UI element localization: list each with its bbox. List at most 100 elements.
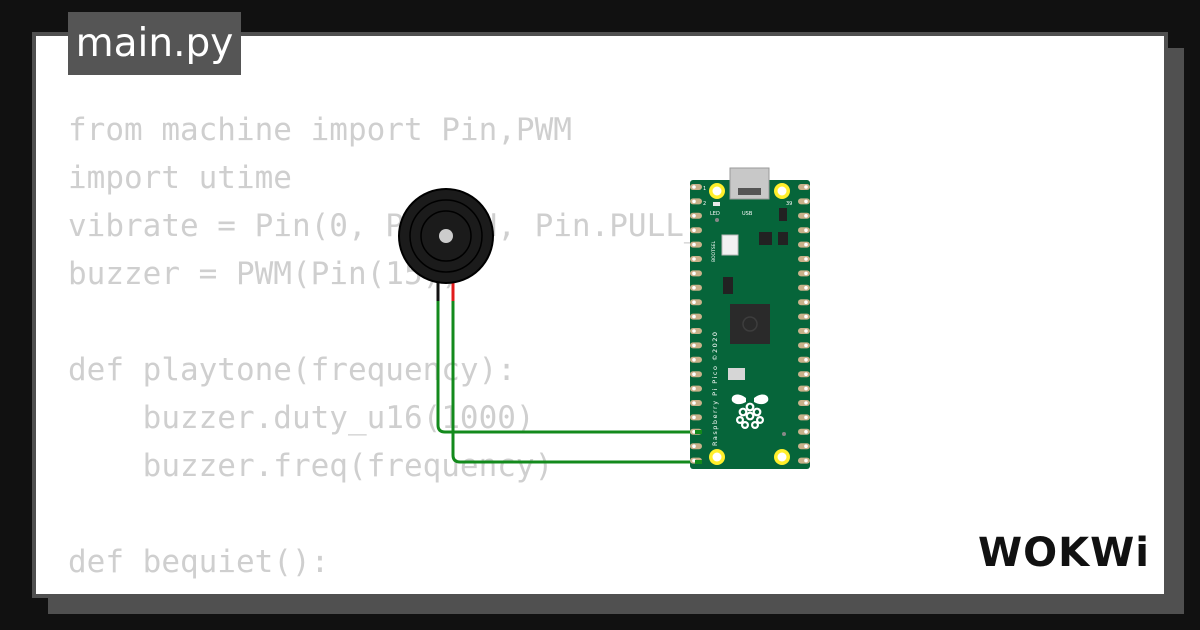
pin-pad[interactable] [798, 342, 810, 349]
pin-hole [692, 242, 696, 247]
pin-pad[interactable] [690, 328, 702, 334]
pin-pad[interactable] [690, 270, 702, 277]
pin-hole [804, 242, 808, 247]
pin-pad[interactable] [798, 443, 810, 450]
wire-end-red [695, 460, 702, 464]
component-chip-3 [779, 208, 787, 221]
pin-hole [804, 300, 808, 305]
pin-pad[interactable] [690, 184, 702, 190]
wire-red[interactable] [451, 299, 698, 464]
code-line-7: buzzer.duty_u16(1000) [68, 400, 535, 436]
pin-pad[interactable] [690, 414, 702, 421]
pin-hole [804, 257, 808, 261]
test-point-1 [715, 218, 719, 222]
pin-pad[interactable] [798, 400, 810, 406]
wokwi-logo: WOKWi [978, 530, 1150, 576]
circuit-diagram: 1 2 39 USB LED BOOTSEL Raspberry Pi Pico… [398, 167, 810, 469]
pin-pad[interactable] [690, 227, 702, 234]
rp2040-logo-icon [742, 316, 758, 332]
flash-chip [728, 368, 745, 380]
pin-pad[interactable] [798, 241, 810, 248]
pin-label-1: 1 [703, 186, 706, 192]
pin-pad[interactable] [690, 212, 702, 219]
pin-hole [692, 458, 696, 463]
pin-pad[interactable] [690, 299, 702, 306]
pin-hole [692, 300, 696, 305]
buzzer-ring-outer [409, 199, 483, 273]
pin-pad[interactable] [690, 241, 702, 248]
pin-hole [692, 314, 696, 319]
pin-hole [804, 386, 808, 391]
wire-black[interactable] [436, 299, 698, 434]
pin-pad[interactable] [690, 443, 702, 450]
pin-pad[interactable] [798, 328, 810, 334]
wokwi-logo-text: WOKWi [978, 530, 1150, 576]
pin-hole [692, 386, 696, 391]
code-line-11: buzzer.duty_u16(0) [68, 586, 796, 594]
pin-pad[interactable] [690, 356, 702, 363]
pin-pad[interactable] [690, 342, 702, 349]
pin-pad[interactable] [690, 400, 702, 406]
wire-end-black [695, 430, 702, 434]
raspberry-pi-pico-board[interactable]: 1 2 39 USB LED BOOTSEL Raspberry Pi Pico… [690, 167, 810, 469]
buzzer[interactable] [398, 188, 494, 301]
mount-hole-top-right-center [777, 186, 787, 196]
pin-hole [804, 329, 808, 333]
buzzer-center [439, 229, 453, 243]
board-pin-pads [690, 184, 810, 464]
pin-pad[interactable] [798, 270, 810, 277]
onboard-led [713, 202, 720, 206]
led-label: LED [710, 211, 720, 217]
pin-pad[interactable] [690, 371, 702, 378]
pin-label-39: 39 [786, 201, 792, 207]
pin-hole [804, 401, 808, 405]
pin-pad[interactable] [798, 457, 810, 464]
wires [436, 299, 698, 464]
pin-hole [692, 372, 696, 377]
code-line-10: def bequiet(): [68, 544, 330, 580]
bootsel-button[interactable] [721, 234, 739, 256]
pin-pad[interactable] [798, 299, 810, 306]
pin-hole [692, 199, 696, 204]
pin-pad[interactable] [798, 371, 810, 378]
pin-pad[interactable] [798, 227, 810, 234]
mount-hole-top-left-center [712, 186, 722, 196]
pin-hole [804, 343, 808, 348]
pin-pad[interactable] [690, 284, 702, 291]
pin-hole [692, 444, 696, 449]
mount-hole-bottom-right-center [777, 452, 787, 462]
pin-pad[interactable] [798, 313, 810, 320]
pin-pad[interactable] [798, 428, 810, 435]
pin-pad[interactable] [798, 414, 810, 421]
pin-hole [804, 430, 808, 434]
mount-hole-bottom-left-center [712, 452, 722, 462]
pin-hole [692, 401, 696, 405]
component-chip-2 [778, 232, 788, 245]
pin-hole [804, 358, 808, 362]
pin-pad[interactable] [798, 256, 810, 262]
pin-hole [692, 329, 696, 333]
pin-pad[interactable] [690, 385, 702, 392]
pin-pad[interactable] [798, 385, 810, 392]
pin-pad[interactable] [690, 313, 702, 320]
pin-hole [804, 372, 808, 377]
pin-hole [804, 199, 808, 204]
pin-hole [804, 214, 808, 218]
pin-hole [692, 214, 696, 218]
pin-pad[interactable] [798, 198, 810, 205]
code-line-4: buzzer = PWM(Pin(15)) [68, 256, 460, 292]
pin-pad[interactable] [690, 256, 702, 262]
pin-pad[interactable] [690, 198, 702, 205]
pin-pad[interactable] [798, 356, 810, 363]
pin-hole [692, 358, 696, 362]
pin-pad[interactable] [798, 184, 810, 190]
pin-hole [692, 185, 696, 189]
file-tab[interactable]: main.py [68, 12, 241, 75]
pin-hole [692, 430, 696, 434]
pin-pad[interactable] [798, 284, 810, 291]
pin-pad[interactable] [798, 212, 810, 219]
pin-hole [692, 271, 696, 276]
